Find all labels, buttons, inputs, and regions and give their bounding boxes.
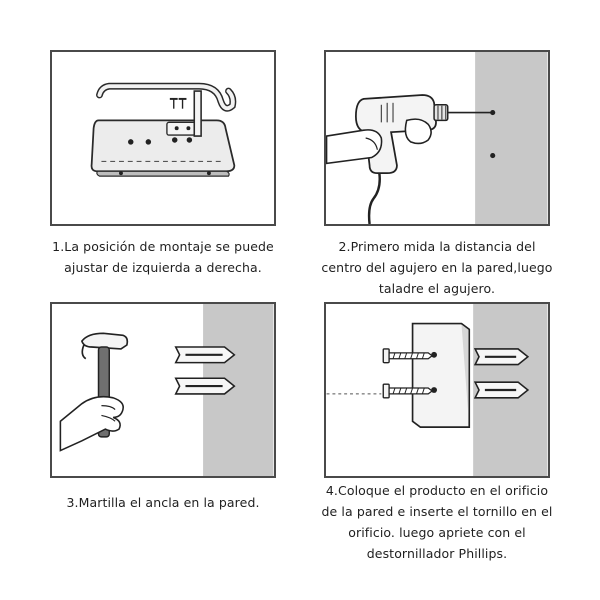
wall <box>475 52 548 224</box>
caption-line: destornillador Phillips. <box>366 546 508 561</box>
hammer-icon <box>80 332 129 350</box>
step1-illustration-frame <box>50 50 276 226</box>
step4-caption: 4.Coloque el producto en el orificio de … <box>318 480 556 564</box>
right-hand <box>404 118 432 145</box>
caption-line: 1.La posición de montaje se puede <box>52 239 274 254</box>
screw-mount-illustration <box>326 304 548 476</box>
caption-line: 3.Martilla el ancla en la pared. <box>66 495 260 510</box>
wall-anchor <box>473 348 530 366</box>
bracket-post <box>193 90 202 137</box>
caption-line: de la pared e inserte el tornillo en el <box>321 504 553 519</box>
mount-hole <box>128 139 134 145</box>
hammer-anchor-illustration <box>59 304 274 476</box>
step4-illustration-frame <box>324 302 550 478</box>
wall-anchor <box>174 377 236 395</box>
hand <box>59 395 124 452</box>
bracket-base-plate <box>90 119 236 173</box>
caption-line: 2.Primero mida la distancia del <box>338 239 536 254</box>
caption-line: taladre el agujero. <box>378 281 496 296</box>
caption-line: ajustar de izquierda a derecha. <box>64 260 262 275</box>
hand-drill-illustration <box>326 52 548 224</box>
caption-line: orificio. luego apriete con el <box>348 525 526 540</box>
mount-hole <box>145 139 152 145</box>
mount-bracket-illustration <box>90 82 237 177</box>
wall-hole <box>490 153 496 159</box>
step2-caption: 2.Primero mida la distancia del centro d… <box>318 236 556 299</box>
screw-icon <box>382 383 434 399</box>
mount-hole <box>186 137 193 143</box>
screw-icon <box>169 97 187 109</box>
caption-line: centro del agujero en la pared,luego <box>321 260 553 275</box>
product-block <box>411 322 471 428</box>
wall-anchor <box>174 346 236 364</box>
screw-icon <box>382 348 434 364</box>
wall-anchor <box>473 381 530 399</box>
wall-hole <box>490 110 496 116</box>
step3-illustration-frame <box>50 302 276 478</box>
caption-line: 4.Coloque el producto en el orificio <box>325 483 549 498</box>
mount-hole <box>171 137 178 143</box>
step1-caption: 1.La posición de montaje se puede ajusta… <box>50 236 276 278</box>
step2-illustration-frame <box>324 50 550 226</box>
step3-caption: 3.Martilla el ancla en la pared. <box>50 492 276 513</box>
